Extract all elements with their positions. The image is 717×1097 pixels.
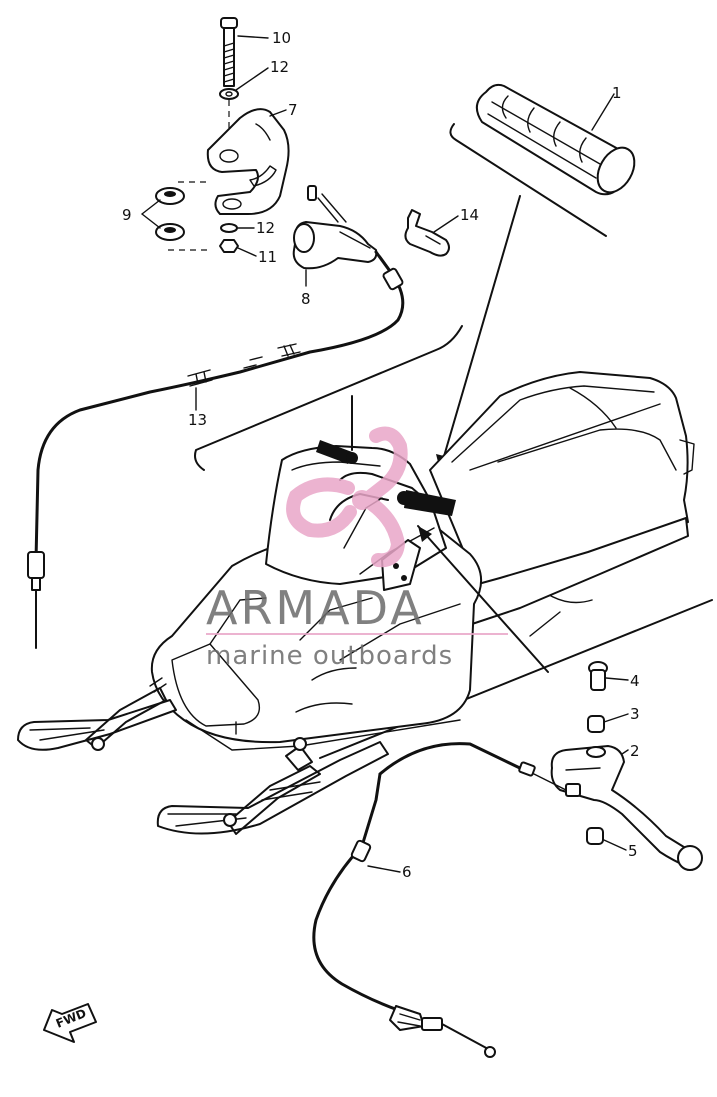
callout-11: 11 (258, 248, 277, 266)
section-divider-left (194, 325, 463, 471)
throttle-housing-8 (292, 185, 378, 270)
callout-13: 13 (188, 411, 207, 429)
watermark: ARMADA marine outboards (206, 426, 508, 671)
callout-6: 6 (402, 863, 412, 881)
nut-11 (219, 239, 239, 253)
callout-8: 8 (301, 290, 311, 308)
callout-12-lower: 12 (256, 219, 275, 237)
washer-12-lower (220, 223, 238, 233)
callout-1: 1 (612, 84, 622, 102)
watermark-tagline: marine outboards (206, 641, 453, 671)
callout-12-top: 12 (270, 58, 289, 76)
callout-2: 2 (630, 742, 640, 760)
bolt-10 (220, 17, 238, 87)
watermark-brand: ARMADA (206, 581, 425, 635)
callout-10: 10 (272, 29, 291, 47)
clip-14 (404, 209, 450, 257)
nut-5 (586, 827, 604, 845)
fwd-arrow-icon: FWD (43, 1003, 97, 1043)
callout-7: 7 (288, 101, 298, 119)
callout-9: 9 (122, 206, 132, 224)
rubber-mount-9-upper (155, 187, 185, 205)
rubber-mount-9-lower (155, 223, 185, 241)
leader-lever (417, 525, 549, 673)
brake-cable-6 (312, 742, 581, 1058)
callout-leaders (195, 35, 629, 873)
washer-12-top (219, 88, 239, 100)
throttle-cable-13 (27, 250, 405, 649)
section-divider-right (449, 123, 607, 237)
callout-4: 4 (630, 672, 640, 690)
brake-lever-2 (550, 745, 703, 871)
callout-3: 3 (630, 705, 640, 723)
armada-logo-icon (286, 426, 408, 568)
bracket-7 (206, 108, 290, 215)
callout-14: 14 (460, 206, 479, 224)
leader-grip (439, 195, 521, 471)
callout-5: 5 (628, 842, 638, 860)
handlebar-grip-1 (475, 83, 636, 196)
collar-3 (587, 715, 605, 733)
bolt-4 (588, 661, 608, 691)
